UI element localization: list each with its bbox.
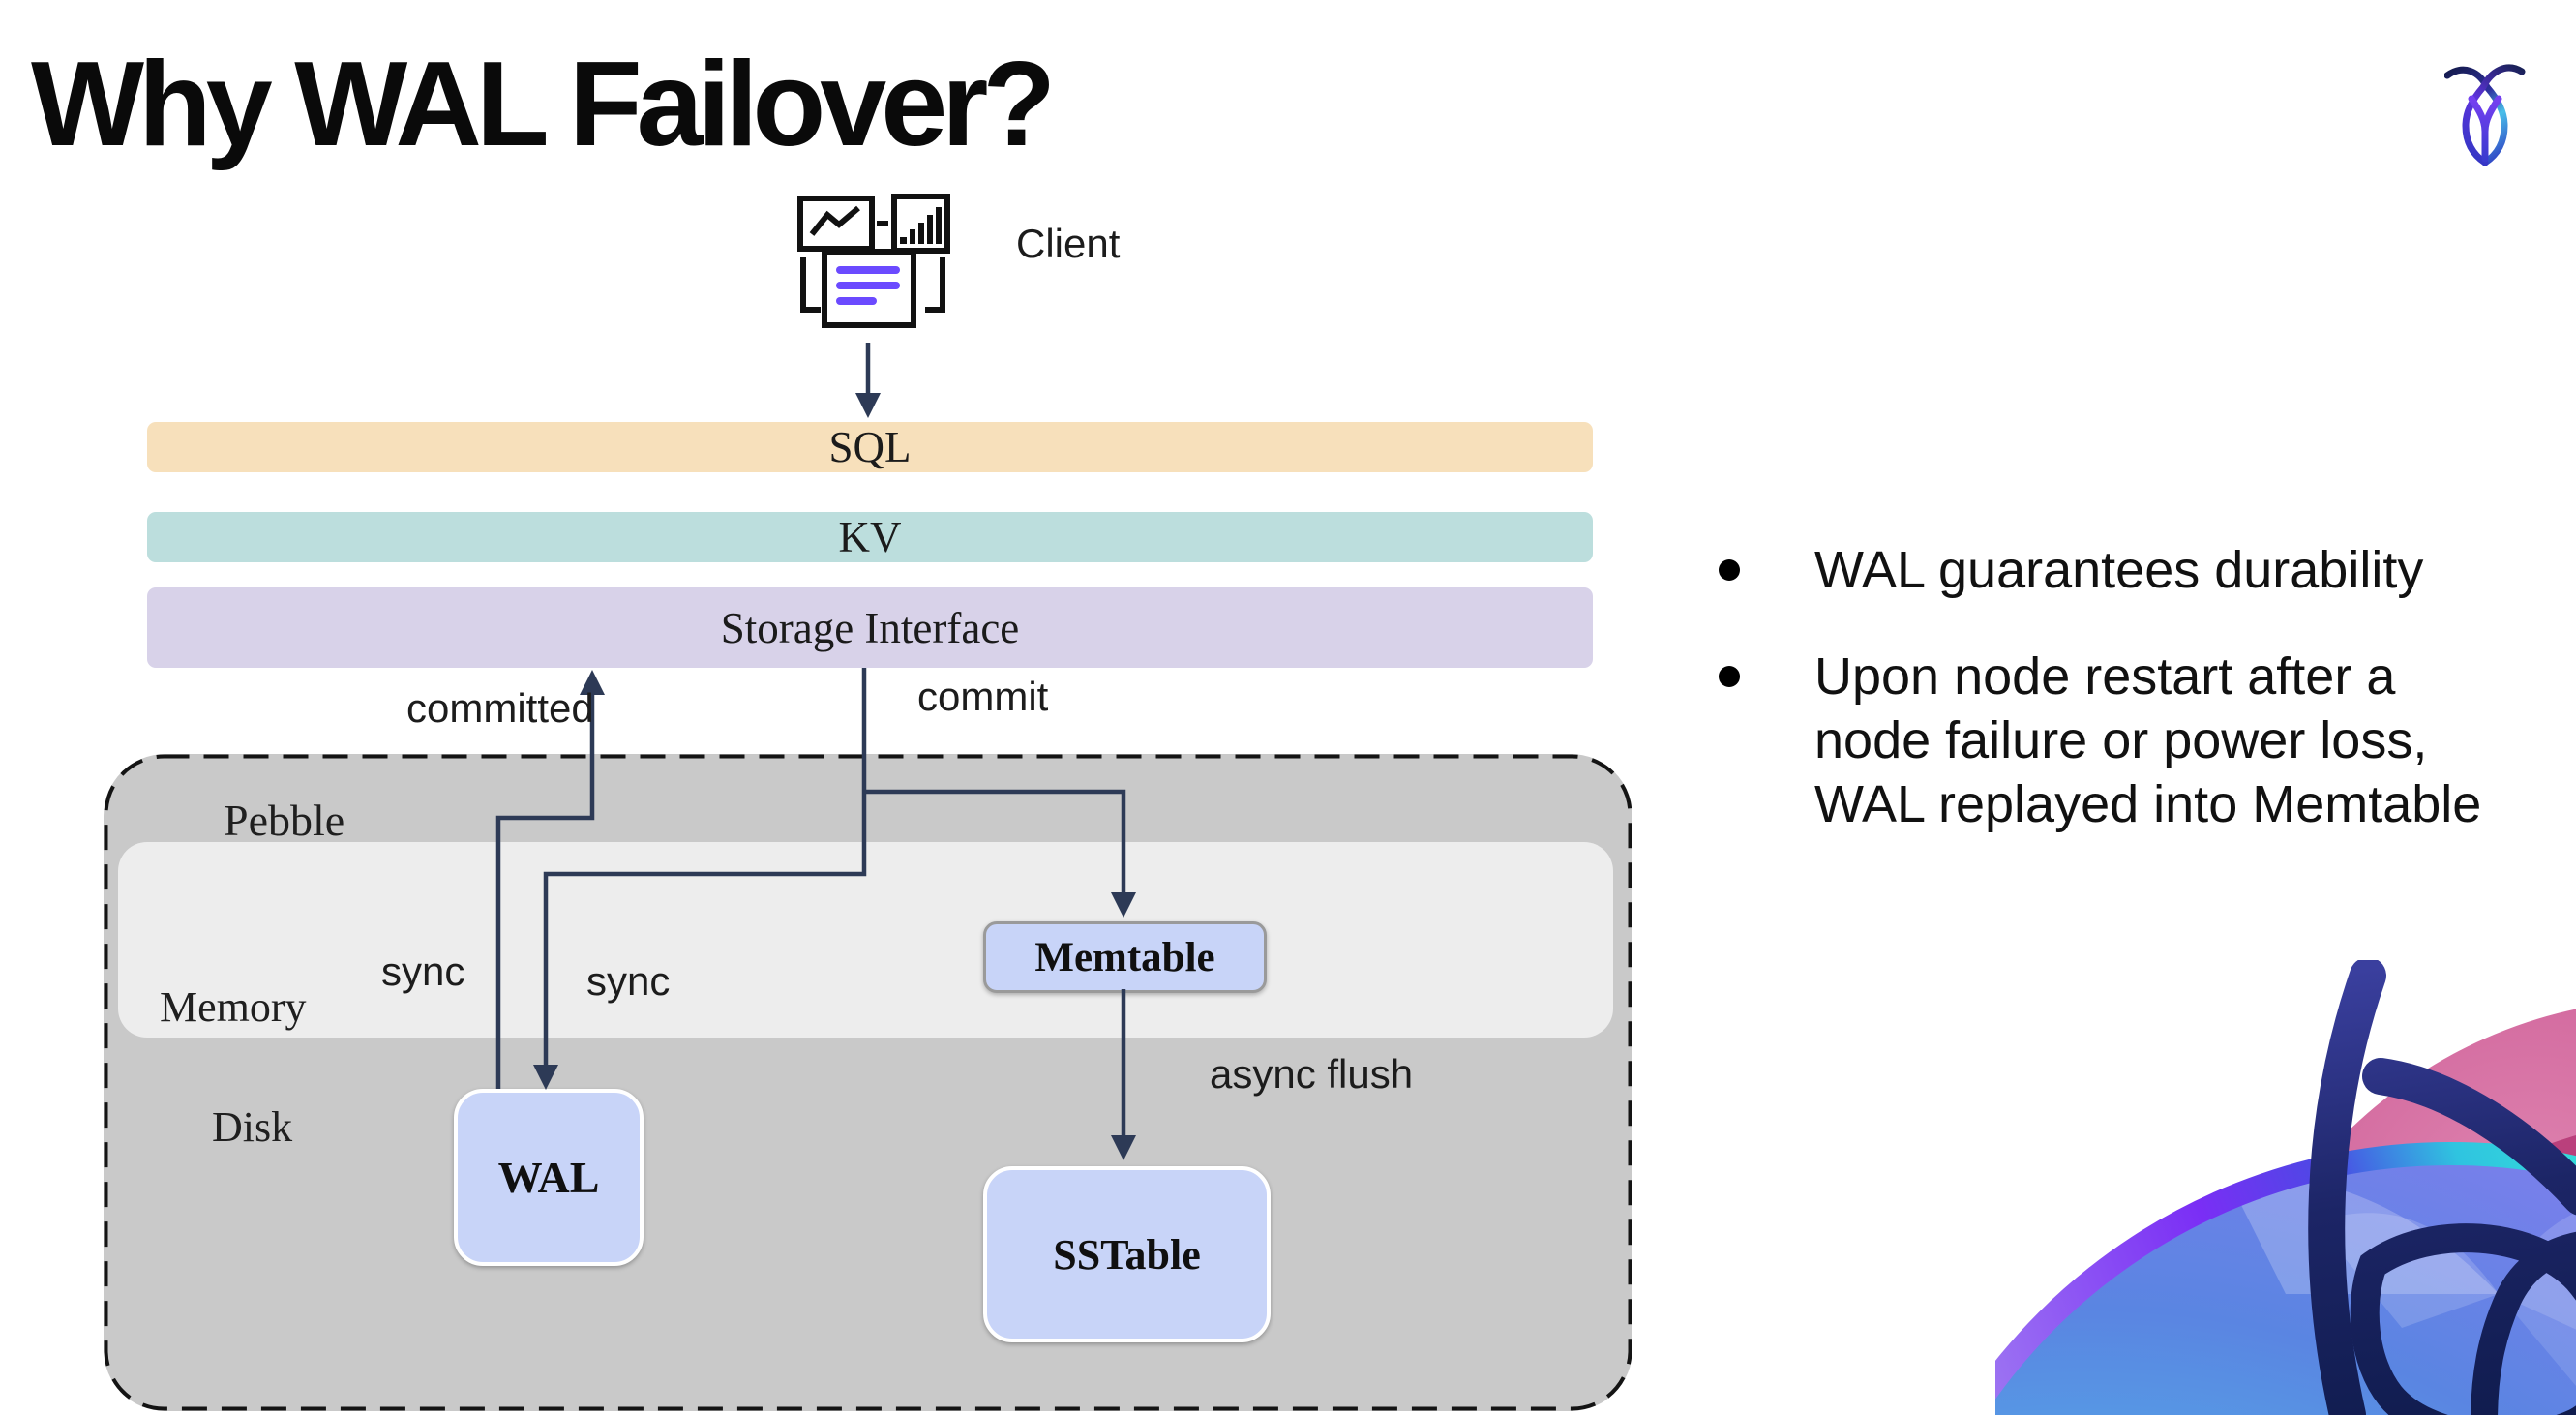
commit-label: commit [917,674,1049,719]
layer-storage-interface: Storage Interface [147,587,1593,668]
cockroachdb-logo-icon [2444,64,2526,166]
bullet-item: WAL guarantees durability [1713,538,2576,602]
sstable-label: SSTable [1053,1230,1201,1279]
pebble-container: Pebble Memory Disk WAL Memtable SSTable [104,754,1632,1411]
sstable-node: SSTable [983,1166,1271,1342]
memory-region [118,842,1613,1038]
committed-label: committed [406,685,594,731]
pebble-dashed-border [104,754,1632,1411]
bracket-right-icon [925,257,945,313]
blue-sphere [1995,1154,2576,1415]
pebble-label: Pebble [224,796,345,845]
roach-outline [2308,960,2576,1415]
async-flush-label: async flush [1210,1051,1414,1097]
layer-storage-label: Storage Interface [720,603,1020,652]
client-icon [797,194,950,328]
memtable-node: Memtable [983,921,1267,993]
page-title: Why WAL Failover? [31,38,1056,171]
memory-label: Memory [160,983,307,1031]
bullet-item: Upon node restart after a node failure o… [1713,645,2576,836]
memtable-label: Memtable [1034,934,1215,980]
layer-sql: SQL [147,422,1593,472]
layer-sql-label: SQL [828,423,912,471]
wal-node: WAL [454,1089,644,1266]
sync-left-label: sync [381,948,465,994]
client-label: Client [1016,221,1121,266]
disk-label: Disk [212,1103,293,1151]
edge-client-to-sql [855,343,881,418]
brand-art-decoration [1995,960,2576,1415]
wal-label: WAL [497,1153,600,1202]
layer-kv-label: KV [838,513,902,561]
purple-ring [1995,1142,2576,1400]
bullet-list: WAL guarantees durability Upon node rest… [1713,538,2576,836]
sync-right-label: sync [586,958,671,1004]
layer-kv: KV [147,512,1593,562]
bracket-left-icon [800,257,821,313]
